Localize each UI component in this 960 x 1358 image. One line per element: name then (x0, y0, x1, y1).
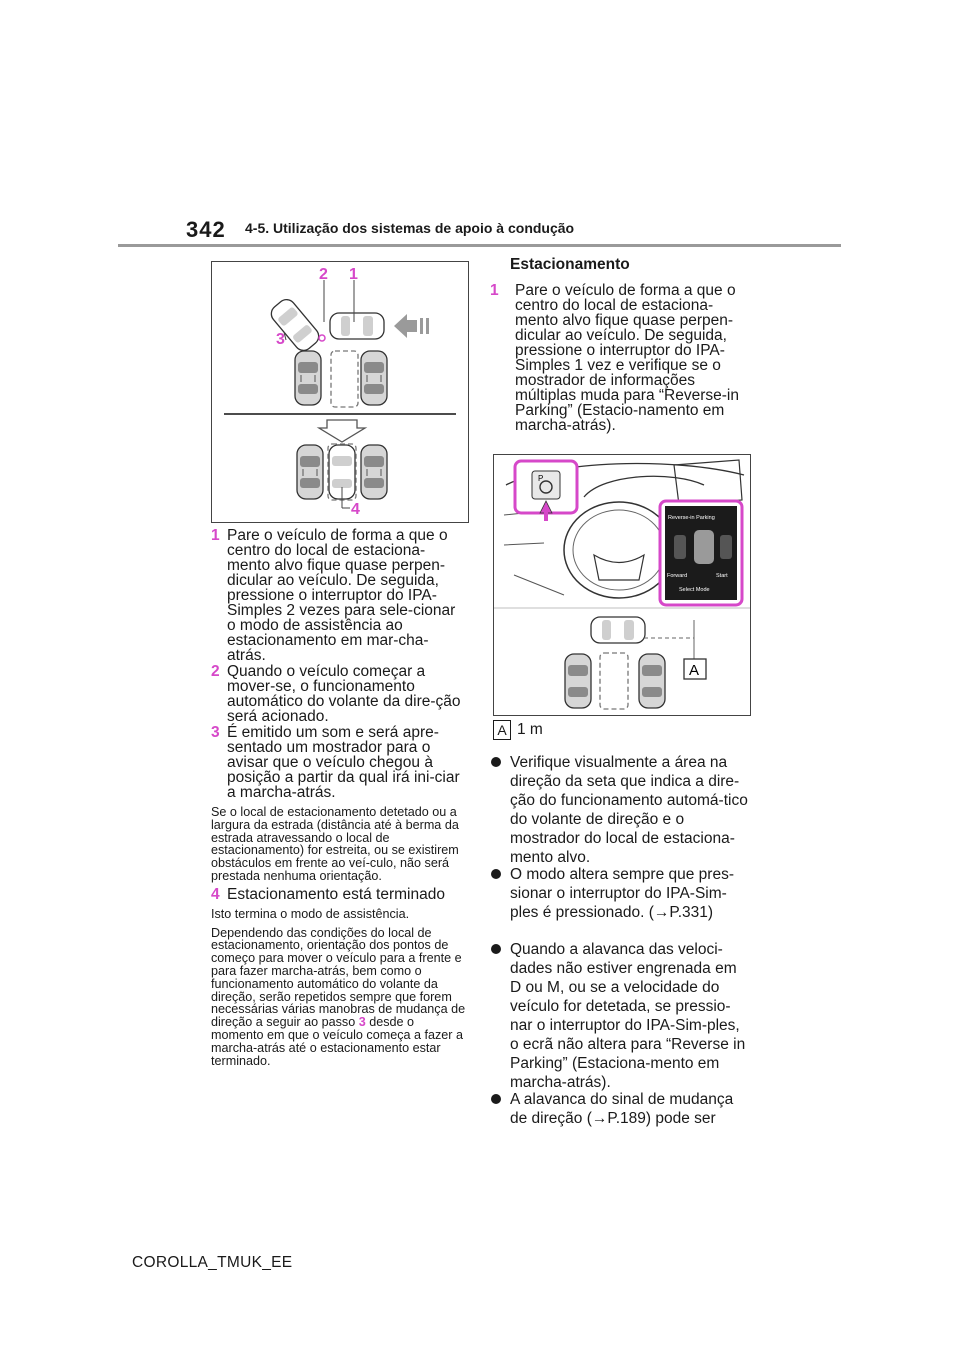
bullet-4: A alavanca do sinal de mudança de direçã… (490, 1090, 752, 1128)
down-arrow (316, 419, 368, 443)
screen-title: Reverse-in Parking (668, 515, 715, 521)
step-3: 3 É emitido um som e será apre-sentado u… (211, 724, 460, 801)
bullet-dot-icon (491, 757, 501, 767)
step-2: 2 Quando o veículo começar a mover-se, o… (211, 663, 461, 725)
footer-model-code: COROLLA_TMUK_EE (132, 1254, 293, 1271)
legend-key: A (493, 720, 511, 740)
figure-legend: A 1 m (493, 720, 543, 740)
chapter-title: 4-5. Utilização dos sistemas de apoio à … (245, 220, 575, 236)
note-narrow-space: Se o local de estacionamento detetado ou… (211, 805, 459, 883)
screen-select-mode: Select Mode (679, 587, 710, 593)
right-column: Estacionamento 1 Pare o veículo de forma… (490, 256, 752, 433)
note-repeat-maneuvers: Dependendo das condições do local de est… (211, 925, 466, 1068)
callout-1: 1 (349, 266, 358, 283)
steering-wheel (563, 501, 675, 599)
bullet-dot-icon (491, 944, 501, 954)
callout-a-box (683, 658, 707, 680)
bullet-dot-icon (491, 869, 501, 879)
bullet-3: Quando a alavanca das veloci-dades não e… (490, 940, 752, 1092)
callout-3: 3 (276, 331, 285, 348)
dashboard-diagram: P Reverse-in Parking Forward Start Selec… (494, 459, 750, 710)
section-heading: Estacionamento (510, 256, 630, 273)
dashboard-figure: P Reverse-in Parking Forward Start Selec… (493, 454, 751, 716)
parking-diagram: 2 1 3 4 (224, 266, 456, 518)
step-1: 1 Pare o veículo de forma a que o centro… (211, 527, 456, 664)
parking-diagram-figure: 2 1 3 4 (211, 261, 469, 523)
callout-a: A (689, 662, 699, 679)
bullet-dot-icon (491, 1094, 501, 1104)
screen-start: Start (716, 573, 728, 579)
callout-2: 2 (319, 266, 328, 283)
step-4: 4 Estacionamento está terminado (211, 885, 445, 903)
switch-p-label: P (538, 474, 543, 483)
parking-step-1: 1 Pare o veículo de forma a que o centro… (490, 282, 739, 435)
bullet-1: Verifique visualmente a área na direção … (490, 753, 752, 867)
note-mode-ends: Isto termina o modo de assistência. (211, 906, 410, 921)
legend-value: 1 m (517, 721, 543, 739)
page-number: 342 (186, 217, 226, 242)
screen-forward: Forward (667, 573, 687, 579)
callout-4: 4 (351, 501, 360, 518)
car-stopped (329, 312, 385, 340)
header-rule (118, 244, 841, 247)
target-space-top (330, 350, 359, 408)
direction-arrow (394, 314, 417, 338)
bullet-2: O modo altera sempre que pres-sionar o i… (490, 865, 752, 922)
left-column: 1 Pare o veículo de forma a que o centro… (211, 528, 467, 1071)
